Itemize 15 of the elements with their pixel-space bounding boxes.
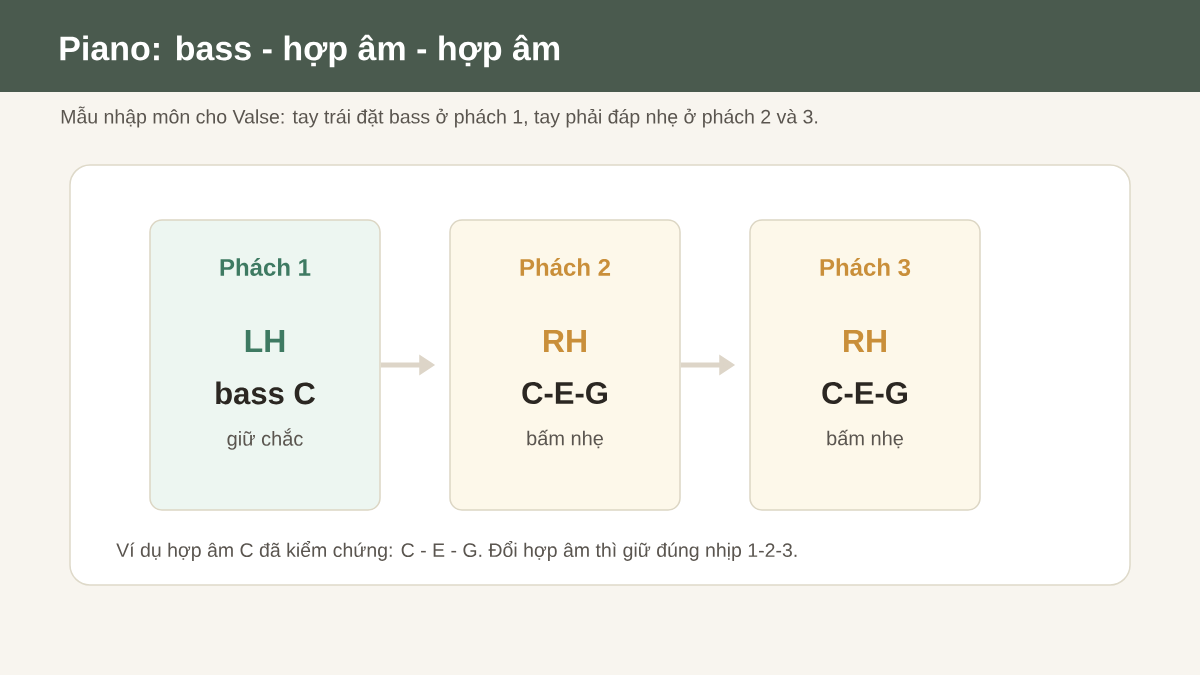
beat-heading: Phách 2 bbox=[520, 258, 611, 276]
chord-label: C-E-G bbox=[522, 382, 607, 404]
hand-label: RH bbox=[844, 330, 886, 352]
header-band: Piano: bass - hợp âm - hợp âm bbox=[0, 0, 1200, 92]
chord-label: bass C bbox=[216, 381, 315, 405]
subtitle: Mẫu nhập môn cho Valse: tay trái đặt bass ở phách 1, tay phải đáp nhẹ ở phách 2 và 3. bbox=[61, 106, 818, 128]
hand-label: LH bbox=[245, 330, 285, 352]
beat-heading: Phách 3 bbox=[820, 258, 911, 276]
hand-label: RH bbox=[544, 330, 586, 352]
touch-note: bấm nhẹ bbox=[827, 429, 903, 449]
touch-note: giữ chắc bbox=[227, 428, 303, 450]
beat-heading: Phách 1 bbox=[220, 258, 311, 276]
touch-note: bấm nhẹ bbox=[527, 429, 603, 449]
note: Ví dụ hợp âm C đã kiểm chứng: C - E - G. Đổi hợp âm thì giữ đúng nhịp 1-2-3. bbox=[116, 541, 797, 561]
chord-label: C-E-G bbox=[822, 382, 907, 404]
